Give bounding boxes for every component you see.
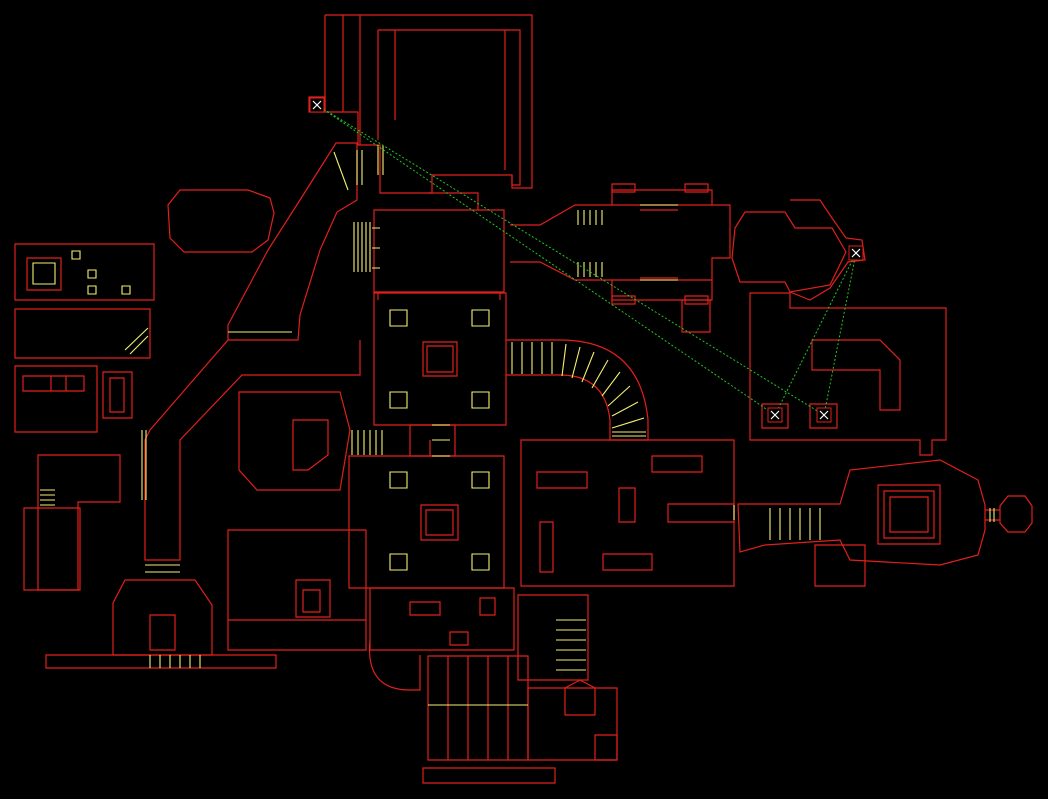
wall-south-base: [422, 767, 556, 784]
wall-west-lower: [238, 391, 351, 491]
wall-far-east: [737, 459, 986, 566]
wall-west-panel-a-boxes: [26, 257, 62, 291]
map-markers: [309, 97, 864, 423]
wall-central-pillar-1: [422, 341, 458, 377]
steps-west-panel-b: [124, 327, 149, 355]
wall-pad-right: [809, 403, 838, 429]
steps-far-east-nub: [989, 508, 995, 522]
teleport-line-east-to-pad-left: [774, 252, 857, 416]
wall-far-east-annex: [814, 544, 866, 587]
teleport-marker-northwest: [309, 97, 325, 113]
wall-southeast-annex: [527, 679, 618, 761]
wall-west-panel-d-inner: [109, 377, 125, 413]
wall-south-curve: [368, 639, 421, 691]
teleport-marker-pad-right: [816, 407, 832, 423]
wall-east-hall-l: [811, 339, 901, 411]
steps-central-room-1-boxes: [389, 309, 490, 409]
wall-west-panel-b: [14, 308, 151, 359]
wall-west-panel-c-inner: [22, 375, 85, 392]
wall-grand-hall-features: [536, 455, 735, 573]
wall-northwest-diagonal: [227, 142, 358, 341]
x-mark-icon: [312, 100, 322, 110]
steps-chapel-stairs: [577, 210, 603, 277]
wall-southeast-extension: [594, 734, 618, 761]
wall-central-upper: [373, 209, 505, 293]
steps-north-tower: [356, 145, 384, 185]
wall-north-tower-inner: [377, 29, 521, 186]
wall-octagon-west: [167, 189, 275, 253]
steps-west-gate: [40, 489, 55, 506]
wall-west-lower-inner: [292, 419, 329, 471]
wall-southwest-inner: [228, 579, 366, 621]
steps-curved-corridor: [511, 342, 646, 437]
steps-central-upper-left: [353, 222, 371, 272]
wall-south-columns: [427, 655, 529, 761]
wall-central-upper-link: [377, 192, 501, 300]
teleport-line-nw-to-pad-left: [316, 104, 776, 416]
x-mark-icon: [851, 248, 861, 258]
wall-chapel-posts: [611, 183, 709, 305]
wall-south-room-detail: [409, 597, 496, 646]
wall-west-panel-c: [14, 365, 98, 433]
wall-northwest-marker-room: [308, 96, 326, 113]
wall-west-gate-room: [23, 507, 81, 591]
wall-far-east-octagon: [985, 495, 1033, 533]
x-mark-icon: [770, 410, 780, 420]
wall-south-arch-inner: [149, 614, 176, 651]
wall-west-panel-a: [14, 243, 155, 301]
teleport-marker-east: [848, 245, 864, 261]
teleport-line-east-to-pad-right: [823, 252, 857, 416]
wall-west-panel-d: [102, 371, 133, 419]
teleport-links: [316, 104, 857, 416]
wall-southwest-room: [227, 529, 367, 651]
wall-south-strip: [45, 654, 277, 669]
wall-southwest-arch: [112, 579, 213, 656]
wall-octagon-east: [731, 211, 847, 293]
teleport-line-nw-to-pad-right: [316, 104, 825, 416]
wall-grand-hall: [520, 439, 735, 587]
wall-east-hall: [749, 292, 947, 456]
wall-southeast-room: [517, 594, 589, 681]
map-steps: [32, 145, 995, 706]
wall-east-chapel: [510, 189, 731, 301]
steps-west-connector: [351, 430, 383, 455]
steps-south-strip: [149, 655, 201, 668]
steps-central-upper-pips: [372, 227, 380, 269]
steps-far-east: [733, 505, 821, 540]
teleport-marker-pad-left: [767, 407, 783, 423]
wall-far-east-dais: [877, 484, 941, 545]
map-walls: [14, 14, 1033, 784]
steps-southeast-stairs: [556, 619, 586, 671]
wall-chapel-tail: [681, 299, 711, 333]
steps-central-room-2-boxes: [389, 471, 490, 571]
wall-central-pillar-2: [420, 504, 459, 541]
wall-south-room: [369, 587, 515, 651]
steps-west-door-diagonal: [333, 151, 349, 191]
steps-diagonal-west: [141, 430, 147, 500]
steps-west-panel-a: [32, 250, 131, 295]
steps-southwest-arch: [145, 564, 180, 573]
steps-central-connector: [432, 424, 450, 457]
wall-north-tower: [325, 14, 533, 194]
wall-central-room-1: [373, 292, 507, 426]
wall-curved-corridor: [506, 339, 649, 441]
steps-chapel-doors: [640, 204, 678, 281]
x-mark-icon: [819, 410, 829, 420]
wall-pad-left: [761, 403, 789, 429]
wall-diagonal-corridor: [144, 339, 361, 561]
wall-chapel-inner: [612, 204, 712, 281]
wall-west-gate: [37, 454, 121, 591]
